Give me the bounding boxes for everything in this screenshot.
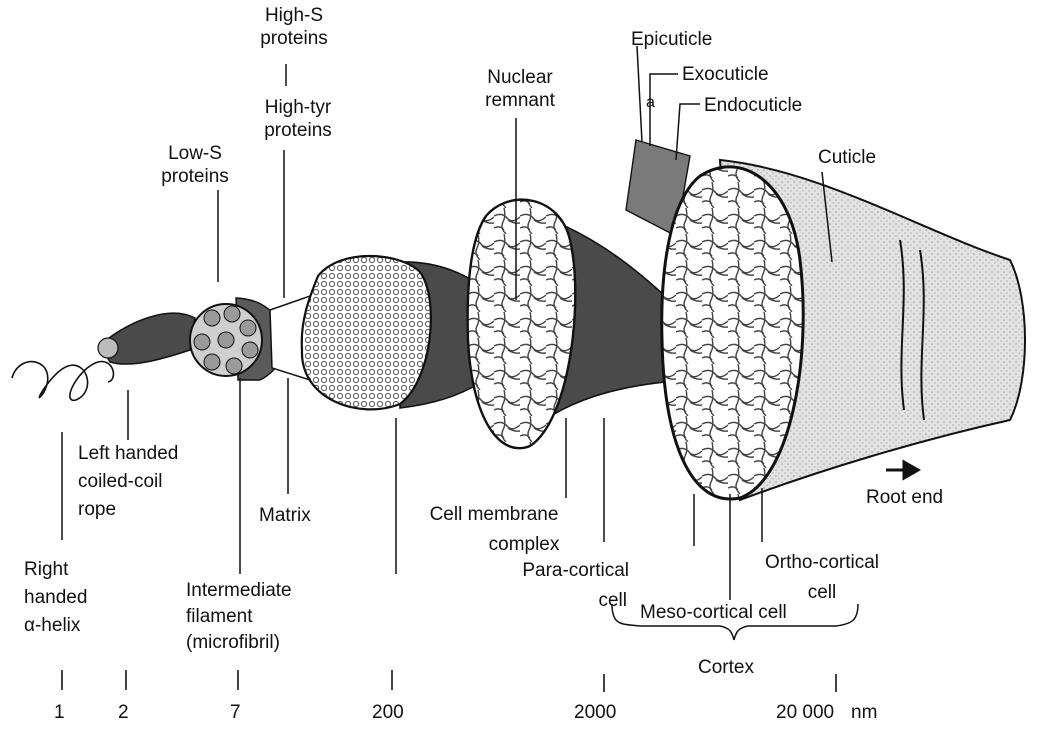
label-cortex: Cortex	[698, 656, 754, 679]
label-meso-cortical-cell: Meso-cortical cell	[640, 601, 787, 624]
label-line: coiled-coil	[78, 468, 178, 496]
scale-tick-label: 2000	[574, 702, 616, 724]
label-line: handed	[24, 584, 87, 612]
label-a: a	[646, 91, 655, 114]
label-cell-membrane-complex: Cell membrane complex	[404, 500, 584, 560]
label-line: (microfibril)	[186, 630, 292, 656]
alpha-helix-coil	[12, 362, 113, 401]
scale-unit: nm	[851, 702, 877, 724]
fibre-section	[662, 167, 803, 499]
label-line: Low-S	[142, 142, 248, 165]
scale-tick-label: 200	[372, 702, 404, 724]
label-line: proteins	[246, 27, 342, 50]
label-line: rope	[78, 496, 178, 524]
label-line: Cell membrane	[404, 500, 584, 530]
scale-tick-label: 20 000	[776, 702, 834, 724]
label-line: Intermediate	[186, 578, 292, 604]
root-end-arrow	[886, 462, 918, 478]
label-line: α-helix	[24, 612, 87, 640]
label-intermediate-filament: Intermediate filament (microfibril)	[186, 578, 292, 656]
label-line: Ortho-cortical	[734, 548, 910, 578]
label-high-tyr: High-tyr proteins	[246, 96, 350, 142]
label-para-cortical-cell: Para-cortical cell	[483, 556, 629, 616]
label-endocuticle: Endocuticle	[704, 94, 802, 117]
label-line: Right	[24, 556, 87, 584]
scale-tick-label: 7	[230, 702, 241, 724]
label-low-s: Low-S proteins	[142, 142, 248, 188]
label-line: Left handed	[78, 440, 178, 468]
label-line: filament	[186, 604, 292, 630]
label-nuclear-remnant: Nuclear remnant	[470, 66, 570, 112]
label-line: High-tyr	[246, 96, 350, 119]
label-high-s: High-S proteins	[246, 4, 342, 50]
macrofibril-section	[302, 256, 431, 409]
label-epicuticle: Epicuticle	[631, 28, 712, 51]
label-left-handed-rope: Left handed coiled-coil rope	[78, 440, 178, 524]
label-line: proteins	[142, 165, 248, 188]
label-line: cell	[483, 586, 629, 616]
label-cuticle: Cuticle	[818, 146, 876, 169]
scale-tick-label: 1	[54, 702, 65, 724]
label-line: Para-cortical	[483, 556, 629, 586]
label-line: High-S	[246, 4, 342, 27]
label-line: remnant	[470, 89, 570, 112]
label-matrix: Matrix	[259, 504, 311, 527]
label-ortho-cortical-cell: Ortho-cortical cell	[734, 548, 910, 608]
label-line: proteins	[246, 119, 350, 142]
label-root-end: Root end	[866, 486, 943, 509]
label-line: Nuclear	[470, 66, 570, 89]
label-exocuticle: Exocuticle	[682, 63, 769, 86]
label-right-handed-helix: Right handed α-helix	[24, 556, 87, 640]
scale-tick-label: 2	[118, 702, 129, 724]
